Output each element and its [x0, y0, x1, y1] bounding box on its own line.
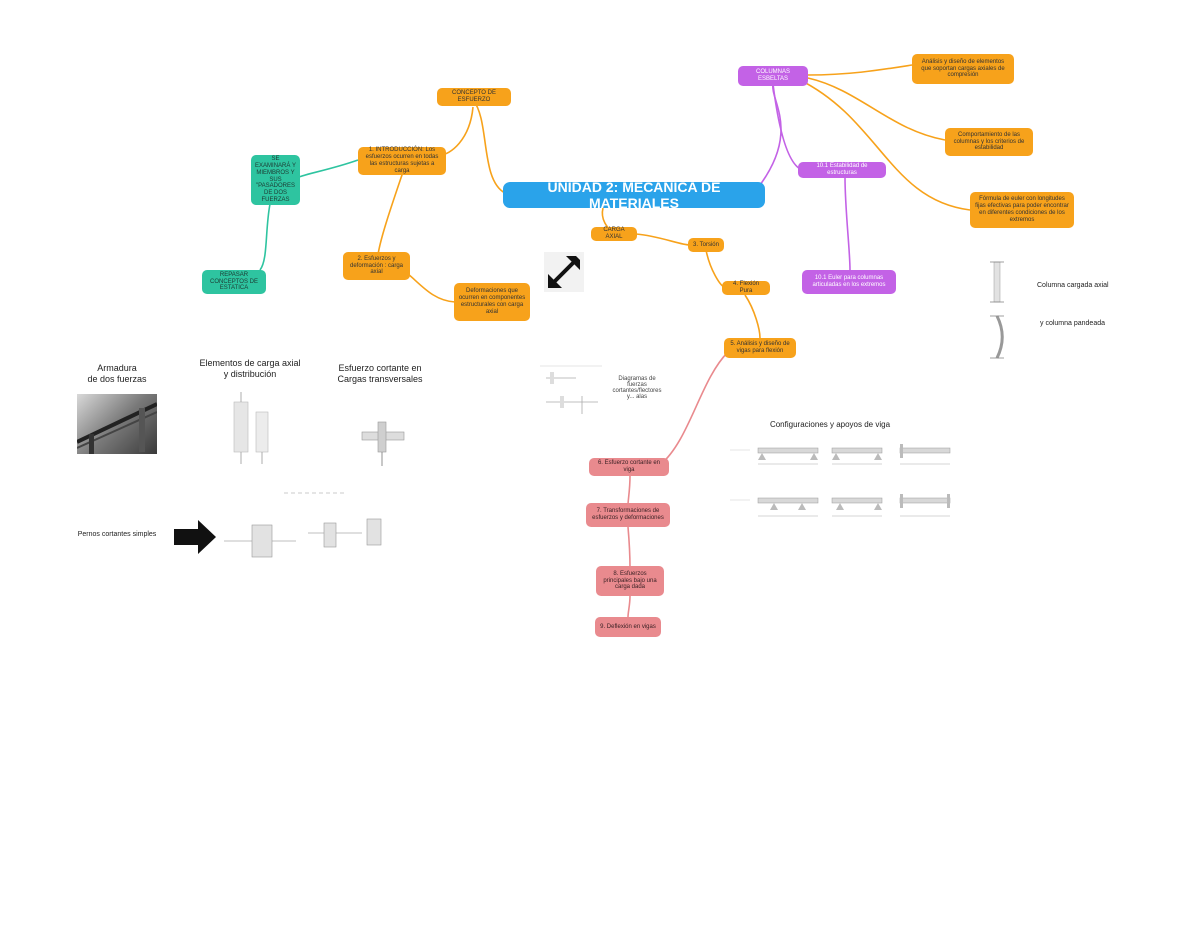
diagramas-figure: [536, 362, 606, 420]
right-arrow-icon: [174, 520, 216, 554]
caption-pernos: Pernos cortantes simples: [77, 531, 157, 538]
columna-pandeada-figure: [986, 314, 1008, 362]
configuraciones-viga-figure: [728, 440, 954, 540]
node-comportamiento[interactable]: Comportamiento de las columnas y los cri…: [945, 128, 1033, 156]
columna-cargada-figure: [986, 258, 1008, 310]
caption-diagramas: Diagramas de fuerzas cortantes/flectores…: [612, 376, 662, 400]
node-flexion[interactable]: 4. Flexión Pura: [722, 281, 770, 295]
caption-configuraciones: Configuraciones y apoyos de viga: [769, 420, 891, 429]
node-armaduras[interactable]: SE EXAMINARÁ Y MIEMBROS Y SUS "PASADORES…: [251, 155, 300, 205]
node-analisis-diseno[interactable]: Análisis y diseño de elementos que sopor…: [912, 54, 1014, 84]
node-euler[interactable]: 10.1 Euler para columnas articuladas en …: [802, 270, 896, 294]
elementos-carga-figure: [222, 392, 282, 467]
node-esfuerzos-principales[interactable]: 8. Esfuerzos principales bajo una carga …: [596, 566, 664, 596]
caption-armadura: Armadura de dos fuerzas: [87, 363, 147, 385]
node-estabilidad[interactable]: 10.1 Estabilidad de estructuras: [798, 162, 886, 178]
caption-columna-pandeada: y columna pandeada: [1040, 320, 1105, 327]
formula-figure: [280, 486, 350, 498]
node-esfuerzos-axial[interactable]: 2. Esfuerzos y deformación : carga axial: [343, 252, 410, 280]
node-columnas[interactable]: COLUMNAS ESBELTAS: [738, 66, 808, 86]
node-repasar[interactable]: REPASAR CONCEPTOS DE ESTATICA: [202, 270, 266, 294]
node-introduccion[interactable]: 1. INTRODUCCIÓN: Los esfuerzos ocurren e…: [358, 147, 446, 175]
caption-elementos: Elementos de carga axial y distribución: [199, 358, 301, 380]
caption-esfuerzo-cortante: Esfuerzo cortante en Cargas transversale…: [337, 363, 423, 385]
node-concepto-esfuerzo[interactable]: CONCEPTO DE ESFUERZO: [437, 88, 511, 106]
node-cortante-vigas[interactable]: 6. Esfuerzo cortante en viga: [589, 458, 669, 476]
esfuerzo-cortante-figure: [358, 418, 408, 470]
node-deflexion[interactable]: 9. Deflexión en vigas: [595, 617, 661, 637]
central-topic[interactable]: UNIDAD 2: MECÁNICA DE MATERIALES: [503, 179, 765, 211]
node-formula-euler[interactable]: Fórmula de euler con longitudes fijas ef…: [970, 192, 1074, 228]
armadura-photo: [76, 394, 158, 454]
caption-columna-cargada: Columna cargada axial: [1037, 282, 1109, 289]
node-carga-axial[interactable]: CARGA AXIAL: [591, 227, 637, 241]
node-torsion[interactable]: 3. Torsión: [688, 238, 724, 252]
node-analisis-vigas[interactable]: 5. Análisis y diseño de vigas para flexi…: [724, 338, 796, 358]
node-deformaciones[interactable]: Deformaciones que ocurren en componentes…: [454, 283, 530, 321]
node-transformaciones[interactable]: 7. Transformaciones de esfuerzos y defor…: [586, 503, 670, 527]
pernos-figure: [222, 515, 392, 560]
expand-arrows-icon[interactable]: [544, 252, 584, 292]
